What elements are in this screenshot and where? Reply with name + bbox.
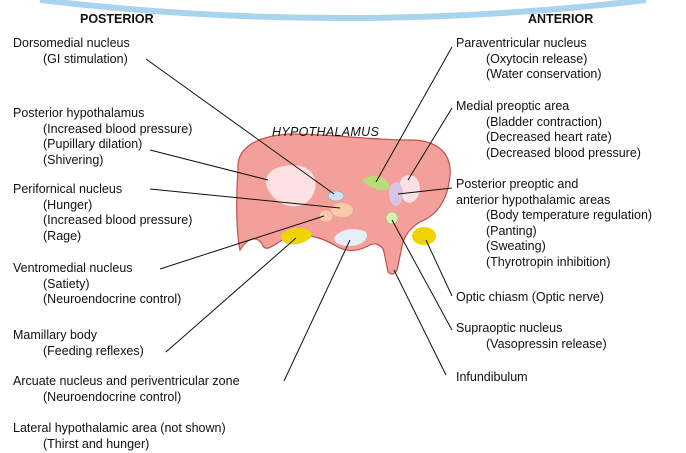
optic-chiasm-shape xyxy=(412,227,436,245)
label-detail: (Bladder contraction) xyxy=(456,115,641,131)
label-perifornical: Perifornical nucleus (Hunger) (Increased… xyxy=(13,182,192,244)
label-name: Medial preoptic area xyxy=(456,99,641,115)
label-mamillary: Mamillary body (Feeding reflexes) xyxy=(13,328,144,359)
label-detail: (Sweating) xyxy=(456,239,652,255)
label-optic-chiasm: Optic chiasm (Optic nerve) xyxy=(456,290,604,306)
label-detail: (Increased blood pressure) xyxy=(13,122,192,138)
label-detail: (Panting) xyxy=(456,224,652,240)
label-medial-preoptic: Medial preoptic area (Bladder contractio… xyxy=(456,99,641,161)
label-name: Dorsomedial nucleus xyxy=(13,36,130,52)
label-supraoptic: Supraoptic nucleus (Vasopressin release) xyxy=(456,321,607,352)
leader-mamillary xyxy=(166,238,296,352)
label-name: Posterior preoptic and xyxy=(456,177,652,193)
label-detail: (Satiety) xyxy=(13,277,181,293)
label-detail: (Thirst and hunger) xyxy=(13,437,226,453)
label-detail: (Body temperature regulation) xyxy=(456,208,652,224)
ventromedial-nucleus-shape xyxy=(319,210,333,222)
label-preoptic-anterior: Posterior preoptic and anterior hypothal… xyxy=(456,177,652,270)
label-name: Mamillary body xyxy=(13,328,144,344)
label-name: Lateral hypothalamic area (not shown) xyxy=(13,421,226,437)
label-arcuate: Arcuate nucleus and periventricular zone… xyxy=(13,374,240,405)
label-detail: (Vasopressin release) xyxy=(456,337,607,353)
label-detail: (Oxytocin release) xyxy=(456,52,602,68)
label-detail: (Rage) xyxy=(13,229,192,245)
posterior-header: POSTERIOR xyxy=(80,12,154,26)
label-name: Posterior hypothalamus xyxy=(13,106,192,122)
diagram-title: HYPOTHALAMUS xyxy=(272,125,379,139)
label-detail: (Neuroendocrine control) xyxy=(13,390,240,406)
label-posterior-hypothalamus: Posterior hypothalamus (Increased blood … xyxy=(13,106,192,168)
label-detail: (Decreased heart rate) xyxy=(456,130,641,146)
label-detail: (Feeding reflexes) xyxy=(13,344,144,360)
label-name: Arcuate nucleus and periventricular zone xyxy=(13,374,240,390)
label-name: Infundibulum xyxy=(456,370,528,386)
label-detail: (Increased blood pressure) xyxy=(13,213,192,229)
dorsomedial-nucleus-shape xyxy=(328,191,344,201)
label-dorsomedial: Dorsomedial nucleus (GI stimulation) xyxy=(13,36,130,67)
leader-arcuate xyxy=(284,240,350,381)
label-name: Supraoptic nucleus xyxy=(456,321,607,337)
label-paraventricular: Paraventricular nucleus (Oxytocin releas… xyxy=(456,36,602,83)
label-detail: (Thyrotropin inhibition) xyxy=(456,255,652,271)
anterior-header: ANTERIOR xyxy=(528,12,593,26)
label-detail: (Water conservation) xyxy=(456,67,602,83)
leader-optic-chiasm xyxy=(426,240,452,296)
label-detail: (Hunger) xyxy=(13,198,192,214)
label-detail: (Pupillary dilation) xyxy=(13,137,192,153)
label-ventromedial: Ventromedial nucleus (Satiety) (Neuroend… xyxy=(13,261,181,308)
label-name: Paraventricular nucleus xyxy=(456,36,602,52)
supraoptic-nucleus-shape xyxy=(386,212,398,224)
leader-infundibulum xyxy=(394,270,446,375)
perifornical-nucleus-shape xyxy=(331,203,353,217)
label-infundibulum: Infundibulum xyxy=(456,370,528,386)
label-name: Perifornical nucleus xyxy=(13,182,192,198)
label-name: Optic chiasm (Optic nerve) xyxy=(456,290,604,306)
label-name-cont: anterior hypothalamic areas xyxy=(456,193,652,209)
label-detail: (Shivering) xyxy=(13,153,192,169)
label-detail: (Decreased blood pressure) xyxy=(456,146,641,162)
label-lateral-hypothalamic: Lateral hypothalamic area (not shown) (T… xyxy=(13,421,226,452)
label-name: Ventromedial nucleus xyxy=(13,261,181,277)
label-detail: (Neuroendocrine control) xyxy=(13,292,181,308)
label-detail: (GI stimulation) xyxy=(13,52,130,68)
